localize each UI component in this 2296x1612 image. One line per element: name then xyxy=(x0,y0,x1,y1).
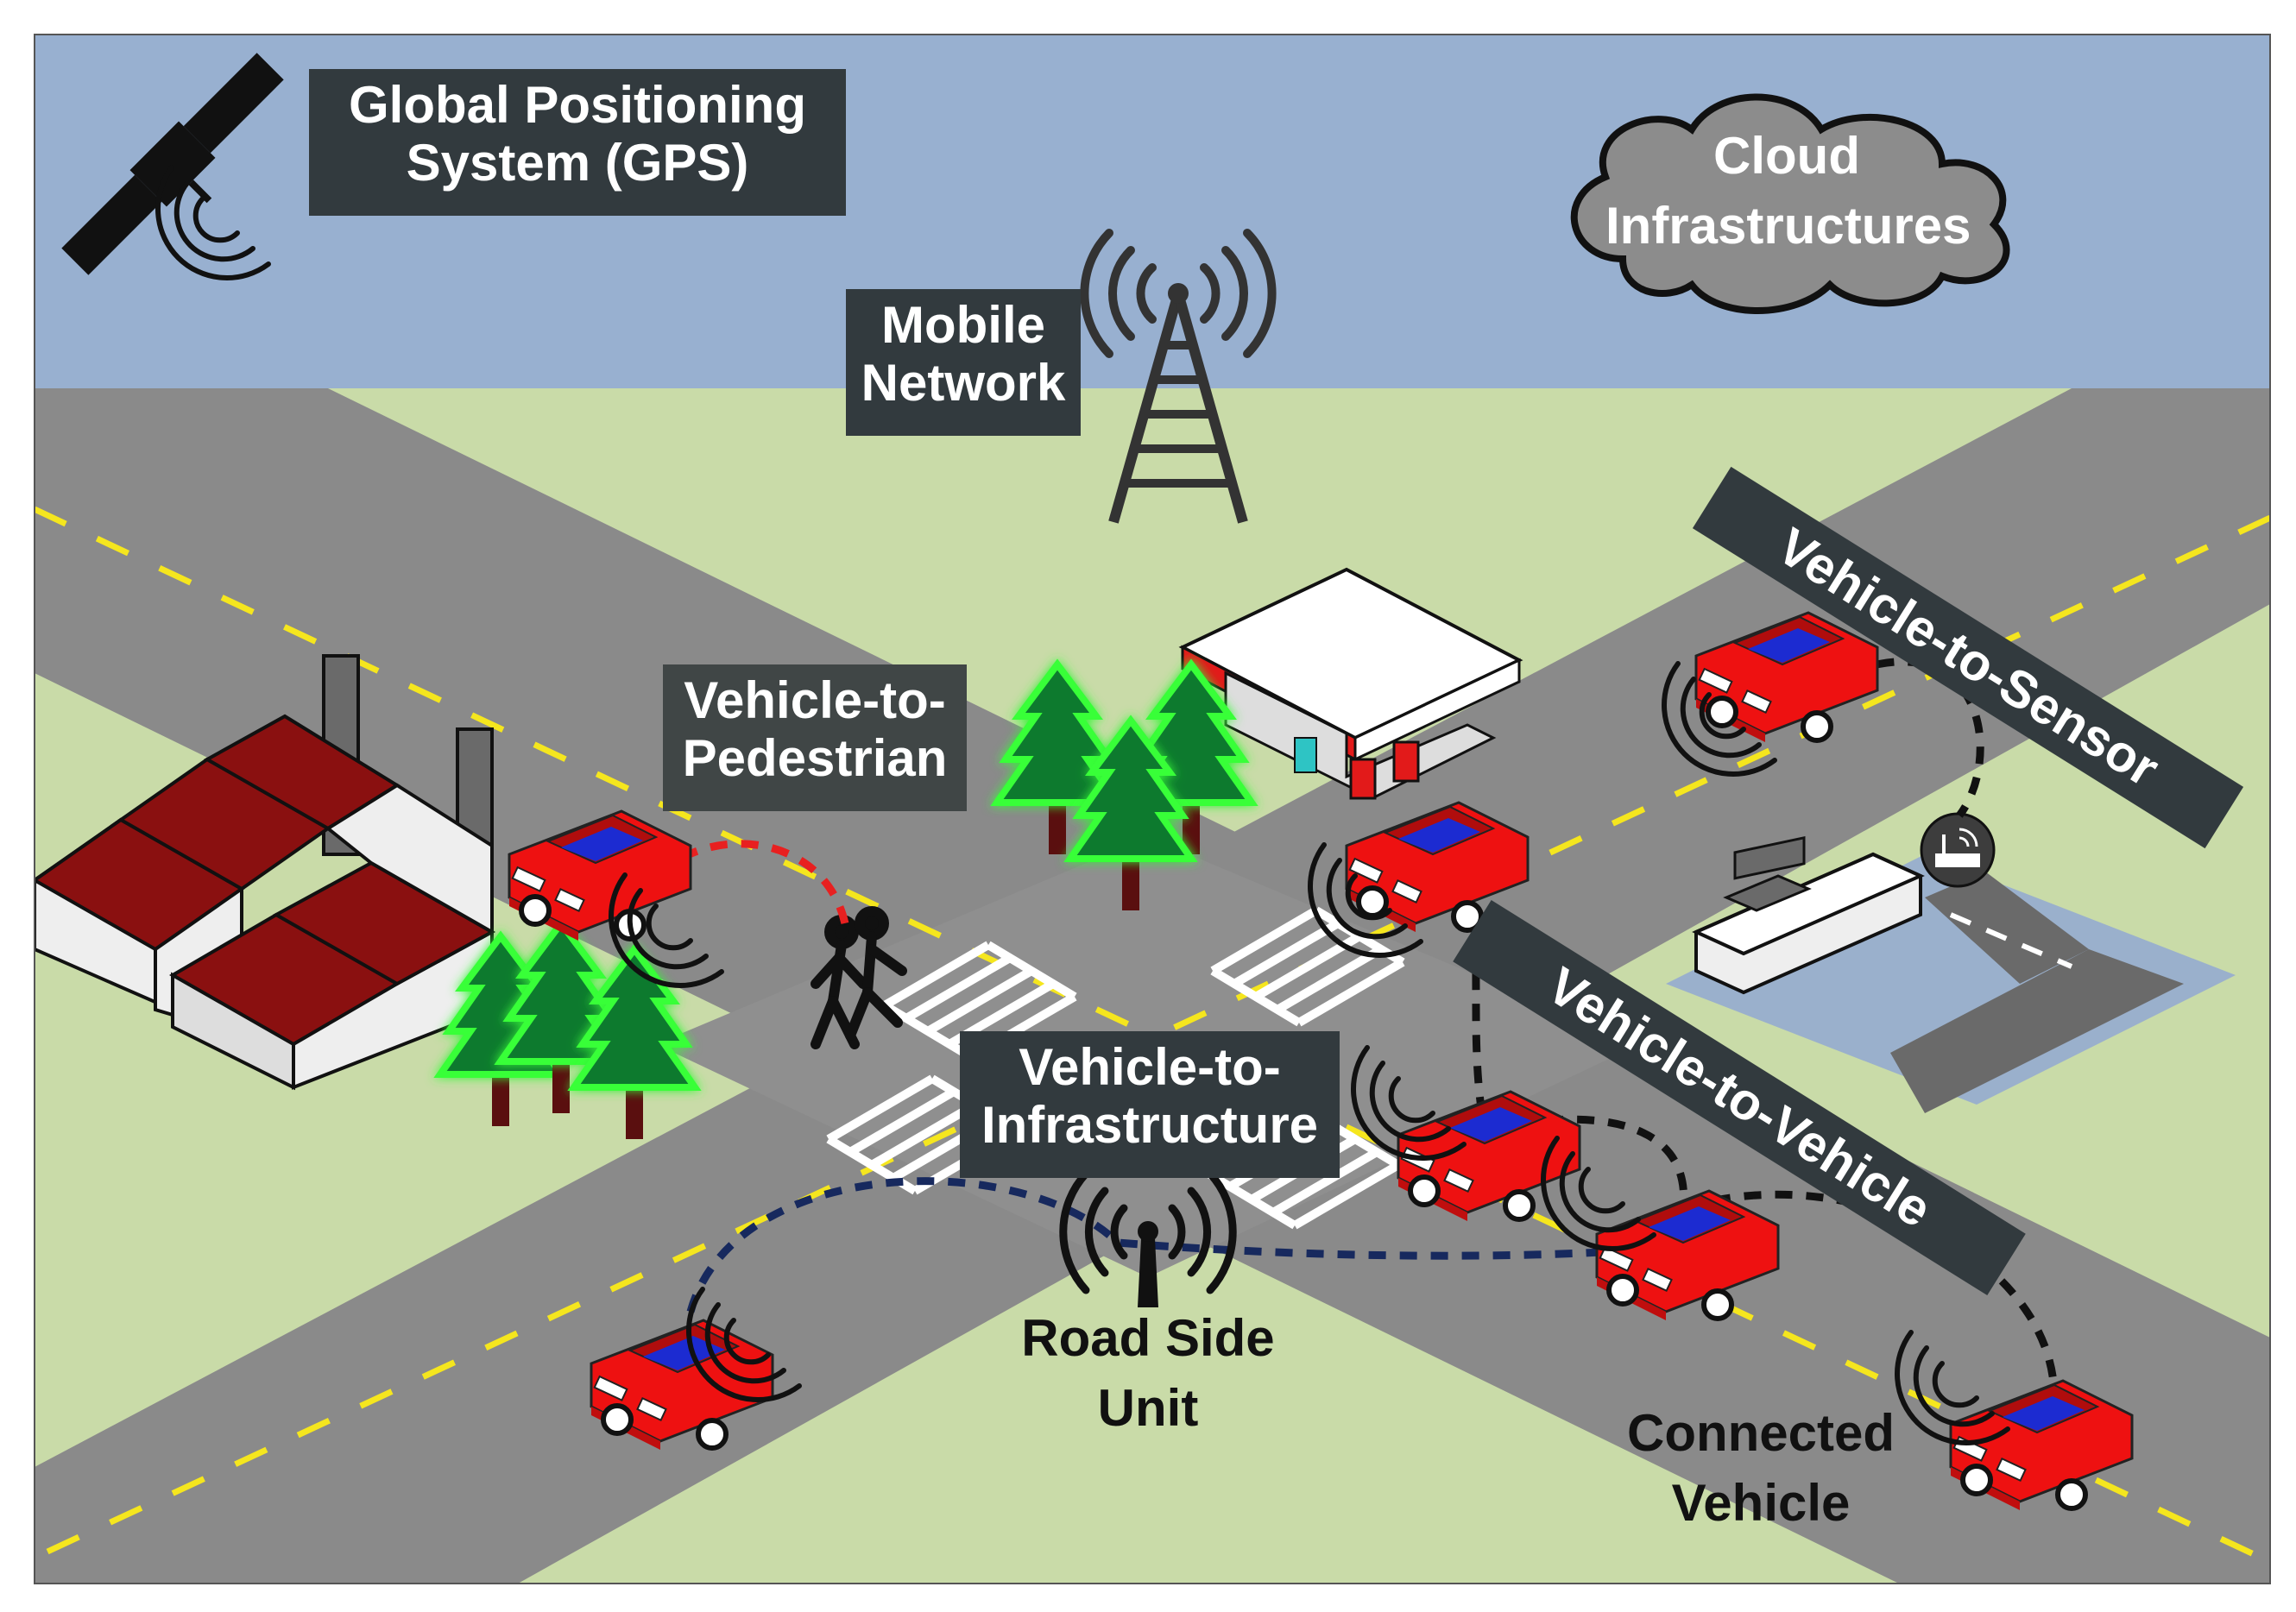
connected-vehicle-label: Connected Vehicle xyxy=(1626,1404,1895,1532)
road-side-unit-icon xyxy=(1059,1169,1237,1307)
v2s-link xyxy=(1845,658,1984,818)
router-icon xyxy=(1920,812,1996,888)
mobile-network-label: Mobile Network xyxy=(846,289,1081,436)
cell-tower-icon xyxy=(1080,229,1277,524)
airport-icon xyxy=(1666,835,2236,1113)
gas-station-icon xyxy=(1178,567,1523,800)
rsu-label: Road Side Unit xyxy=(1021,1309,1275,1437)
cloud-icon xyxy=(1570,93,2010,314)
cloud-label: Cloud Infrastructures xyxy=(1605,127,1971,255)
v2i-label: Vehicle-to- Infrastructure xyxy=(960,1031,1340,1178)
pedestrian-icon xyxy=(811,906,907,1049)
gps-label: Global Positioning System (GPS) xyxy=(309,69,846,216)
v2p-label: Vehicle-to- Pedestrian xyxy=(663,664,967,811)
satellite-icon xyxy=(61,53,284,275)
factory-icon xyxy=(35,654,496,1091)
